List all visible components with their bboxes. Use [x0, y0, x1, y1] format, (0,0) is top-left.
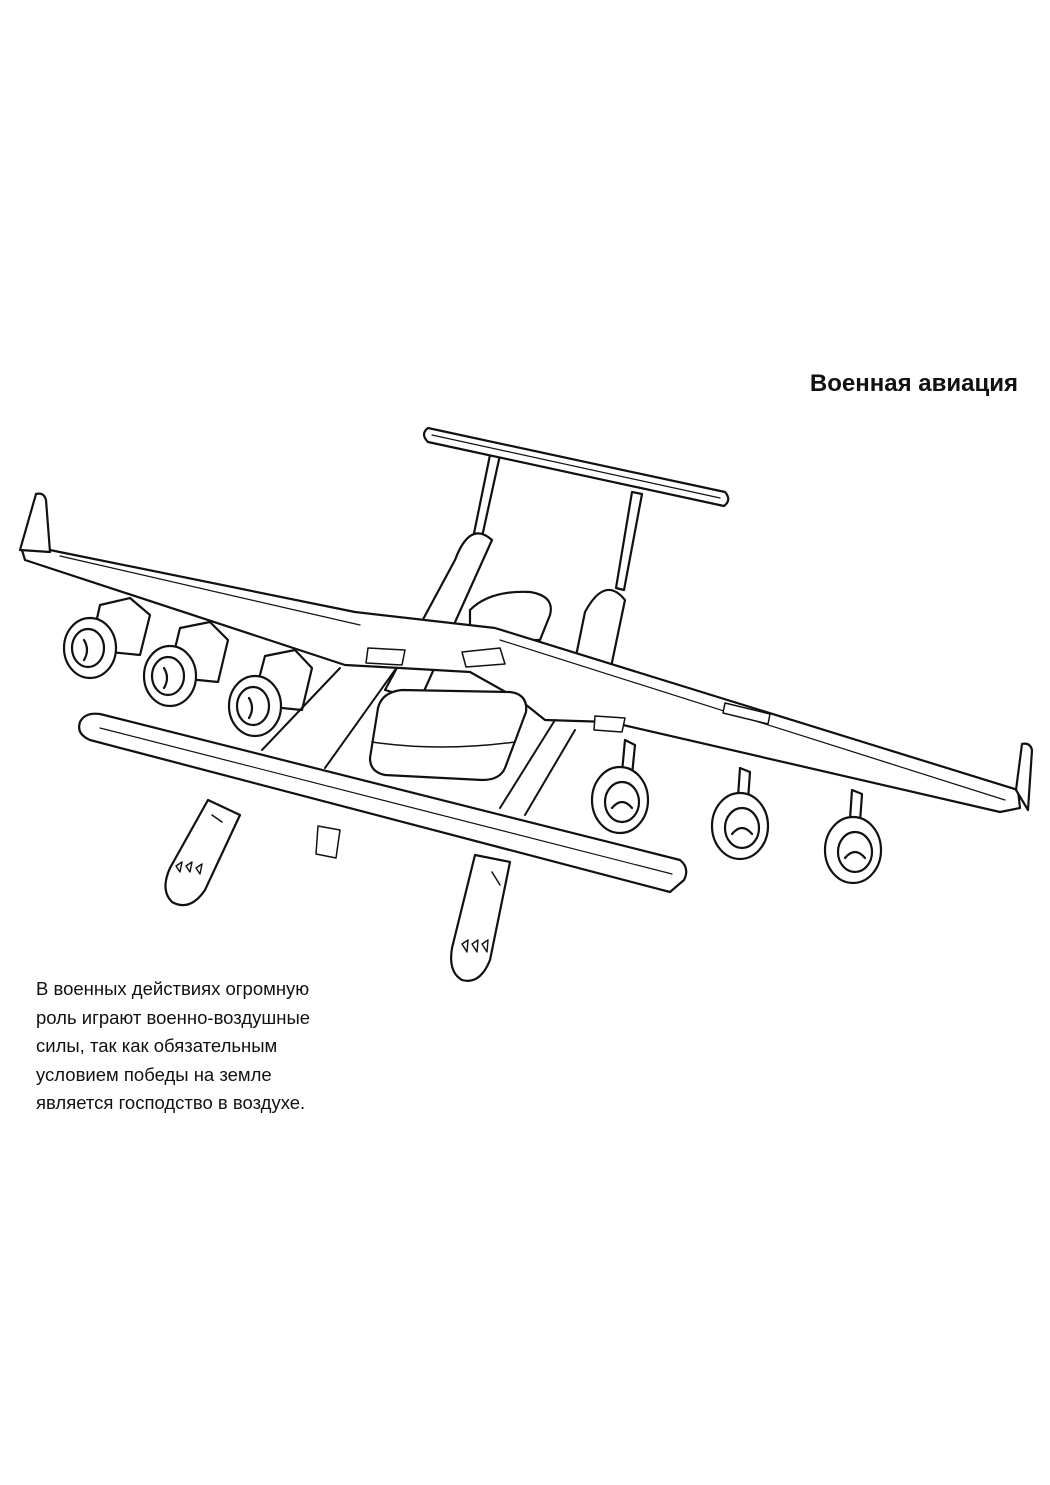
upper-wing	[22, 548, 1020, 812]
engine-5	[712, 768, 768, 859]
caption-line: является господство в воздухе.	[36, 1092, 306, 1113]
fuselage-right-front	[451, 855, 510, 981]
boom-links	[262, 668, 575, 815]
winglet-right	[1016, 744, 1032, 810]
winglet-left	[20, 494, 50, 552]
caption-line: условием победы на земле	[36, 1063, 272, 1085]
engine-4	[592, 740, 648, 833]
fuselage-left-front	[165, 800, 240, 905]
horizontal-tail	[424, 428, 728, 506]
caption-line: В военных действиях огромную	[36, 978, 310, 999]
engine-1	[64, 598, 150, 678]
caption-line: роль играют военно-воздушные	[36, 1006, 311, 1028]
engine-2	[144, 622, 228, 706]
caption-line: силы, так как обязательным	[36, 1035, 278, 1056]
tail-strut-right	[616, 492, 642, 590]
engine-3	[229, 650, 312, 736]
caption-text: В военных действиях огромную роль играют…	[36, 975, 366, 1118]
cargo-pod	[370, 690, 526, 780]
page-title: Военная авиация	[809, 370, 1018, 397]
lower-wing	[79, 714, 686, 892]
engine-6	[825, 790, 881, 883]
